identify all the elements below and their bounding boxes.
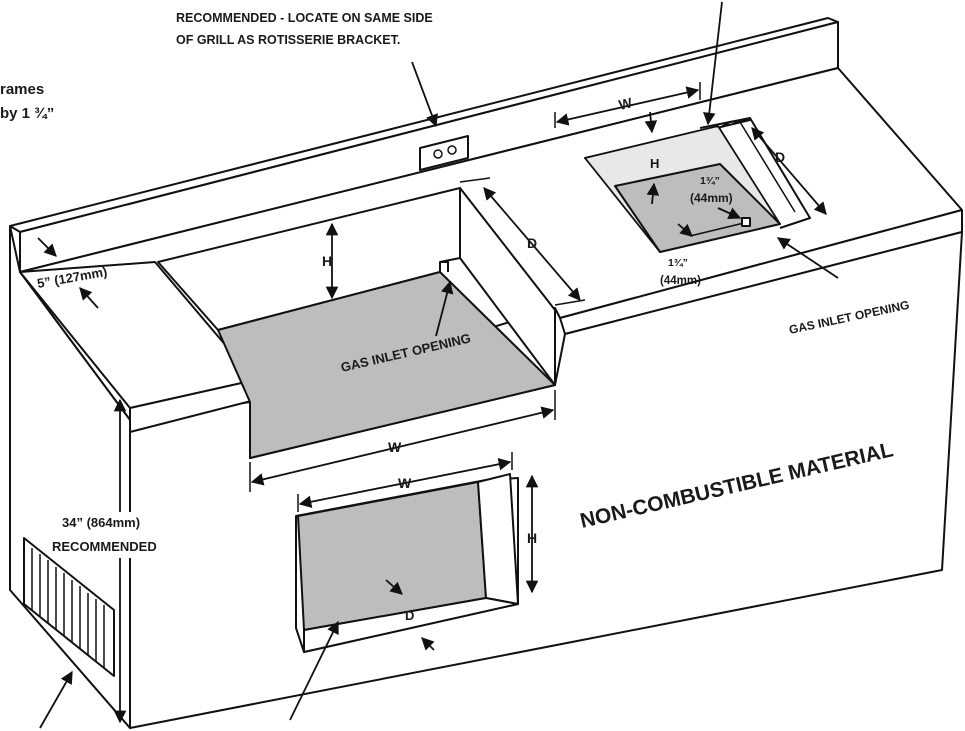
burner-width-label: W xyxy=(617,94,634,113)
electrical-outlet-icon xyxy=(419,135,469,171)
burner-depth-label: D xyxy=(775,149,785,165)
access-door-cutout: W H D xyxy=(289,452,539,721)
door-width-dimension xyxy=(298,458,512,508)
burner-offset1-a: 1¾” xyxy=(700,175,720,187)
burner-height-label: H xyxy=(650,156,659,171)
grill-cutout: H D W GAS INLET OPENING xyxy=(157,177,586,492)
door-pointer-arrow xyxy=(289,620,339,721)
burner-gas-inlet-square xyxy=(741,217,751,227)
left-note-line1: rames xyxy=(0,81,44,98)
burner-width-dimension xyxy=(555,86,700,126)
grill-gas-inlet-notch xyxy=(440,261,449,272)
counter-height-note: RECOMMENDED xyxy=(52,539,157,554)
door-height-label: H xyxy=(527,530,537,546)
door-depth-label: D xyxy=(405,608,414,623)
burner-gas-inlet-arrow xyxy=(776,237,839,279)
outlet-pointer-arrow xyxy=(411,61,438,128)
grill-gas-inlet-arrow xyxy=(435,280,454,337)
side-burner-cutout: W H D 1¾” (44mm) 1¾” (44mm) GAS INLET OP… xyxy=(554,1,911,337)
counter-height-dimension: 34” (864mm) RECOMMENDED xyxy=(50,398,188,724)
grill-depth-dimension xyxy=(483,187,581,301)
grill-depth-label: D xyxy=(527,235,537,251)
top-note-line2: OF GRILL AS ROTISSERIE BRACKET. xyxy=(176,33,400,47)
top-note-line1: RECOMMENDED - LOCATE ON SAME SIDE xyxy=(176,11,433,25)
vent-pointer-arrow xyxy=(39,670,73,729)
grill-width-label: W xyxy=(388,439,402,455)
burner-pointer-arrow xyxy=(703,1,723,126)
door-width-label: W xyxy=(398,475,412,491)
door-cutout-bottom xyxy=(303,597,519,653)
burner-offset2-b: (44mm) xyxy=(660,275,701,287)
burner-depth-dimension xyxy=(751,127,827,215)
grill-height-label: H xyxy=(322,253,332,269)
burner-offset2-a: 1¾” xyxy=(668,257,688,269)
burner-offset1-b: (44mm) xyxy=(690,191,733,205)
left-note-line2: by 1 ¾” xyxy=(0,105,54,122)
counter-height-label: 34” (864mm) xyxy=(62,515,140,530)
